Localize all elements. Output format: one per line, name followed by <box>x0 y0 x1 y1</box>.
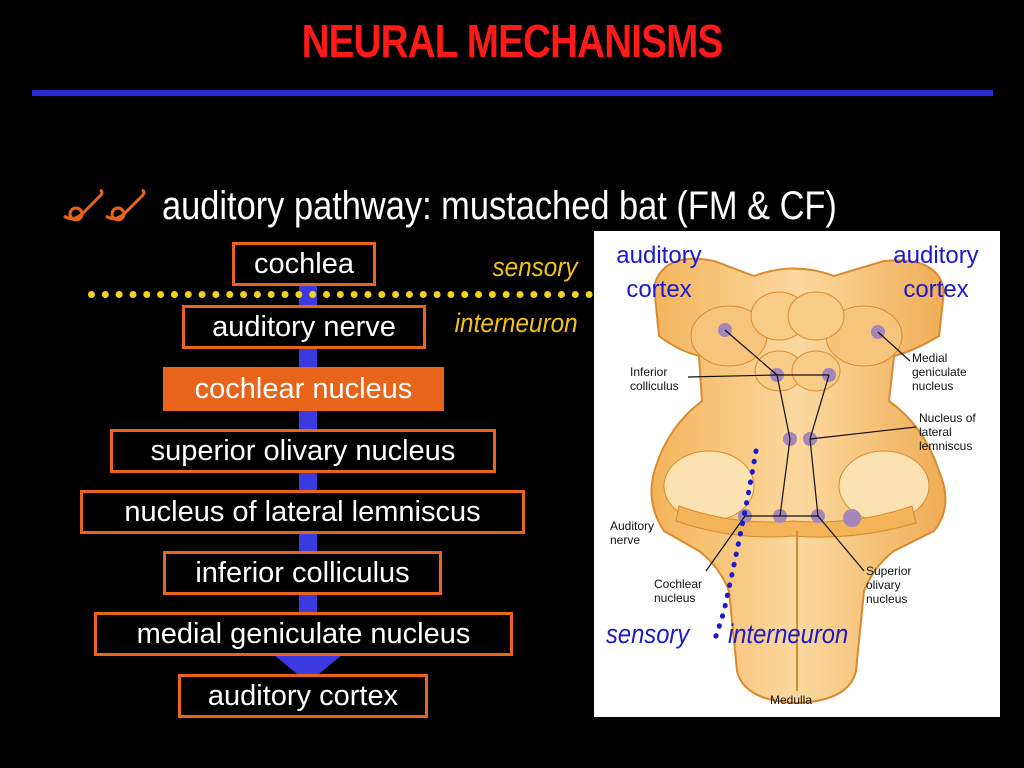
anat-cochlear-nucleus: Cochlear nucleus <box>654 577 703 605</box>
pathway-box-lateral-lemniscus: nucleus of lateral lemniscus <box>80 490 525 534</box>
pathway-box-medial-geniculate: medial geniculate nucleus <box>94 612 513 656</box>
anat-auditory-nerve: Auditory nerve <box>610 519 655 547</box>
bullet-glyph-icon <box>63 188 146 222</box>
panel-cortex-right-label: auditory cortex <box>893 242 979 303</box>
panel-sensory-label: sensory <box>606 619 690 649</box>
title-divider <box>32 90 993 96</box>
anat-lateral-lemniscus: Nucleus of lateral lemniscus <box>919 411 976 453</box>
interneuron-label: interneuron <box>455 308 578 338</box>
slide-title: NEURAL MECHANISMS <box>301 15 724 67</box>
pathway-box-auditory-nerve: auditory nerve <box>182 305 426 349</box>
pathway-box-superior-olivary: superior olivary nucleus <box>110 429 496 473</box>
brainstem-illustration <box>650 257 947 705</box>
pathway-box-auditory-cortex: auditory cortex <box>178 674 428 718</box>
anat-medial-geniculate: Medial geniculate nucleus <box>912 351 967 393</box>
anat-superior-olivary: Superior olivary nucleus <box>866 564 912 606</box>
anat-medulla: Medulla <box>770 693 813 707</box>
panel-cortex-left-label: auditory cortex <box>616 242 702 303</box>
brainstem-diagram-panel: auditory cortex auditory cortex Inferior… <box>594 231 1000 717</box>
anat-inferior-colliculus: Inferior colliculus <box>630 365 679 393</box>
panel-interneuron-label: interneuron <box>728 619 849 649</box>
pathway-box-cochlear-nucleus: cochlear nucleus <box>163 367 444 411</box>
bullet-text: auditory pathway: mustached bat (FM & CF… <box>162 184 837 228</box>
sensory-label: sensory <box>492 252 578 282</box>
pathway-box-inferior-colliculus: inferior colliculus <box>163 551 442 595</box>
pathway-box-cochlea: cochlea <box>232 242 376 286</box>
sensory-interneuron-divider <box>88 291 593 298</box>
